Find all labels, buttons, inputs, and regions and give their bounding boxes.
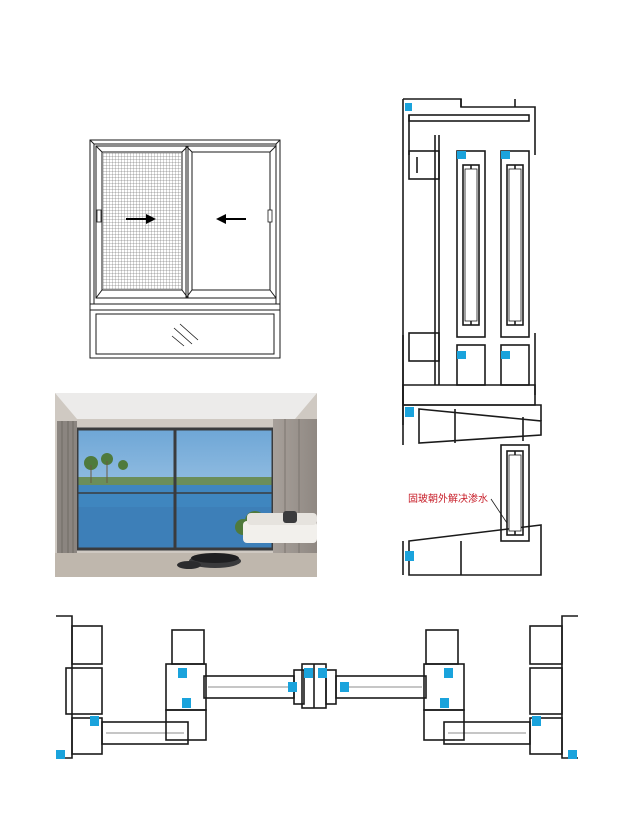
- drainage-callout-label: 固玻朝外解决渗水: [408, 494, 488, 505]
- horizontal-section-drawing: [56, 615, 578, 759]
- screen-mesh: [103, 153, 181, 289]
- right-handle: [267, 209, 273, 223]
- arrow-left-icon: [216, 214, 246, 224]
- callout-leader: [490, 498, 508, 524]
- interior-photo: [55, 393, 317, 577]
- glass-reflection-icon: [171, 323, 199, 347]
- left-handle: [96, 209, 102, 223]
- horizontal-gasket-seals: [56, 668, 577, 759]
- window-elevation-drawing: [89, 139, 281, 359]
- arrow-right-icon: [126, 214, 156, 224]
- gasket-seals: [405, 103, 510, 561]
- vertical-section-drawing: [402, 98, 542, 576]
